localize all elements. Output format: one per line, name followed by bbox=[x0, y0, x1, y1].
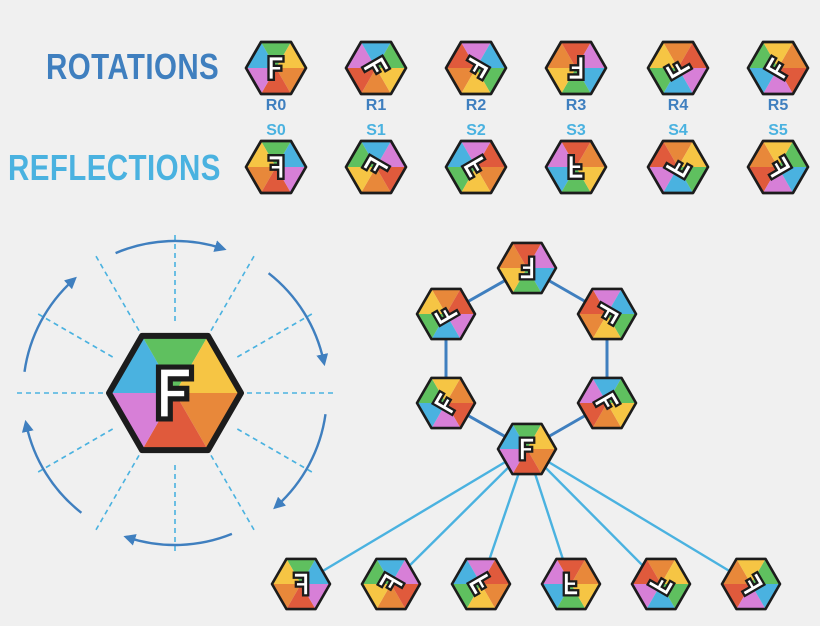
rotation-arrow bbox=[23, 276, 77, 372]
cycle-hexagon-5 bbox=[415, 287, 477, 341]
reflection-label: S5 bbox=[768, 122, 788, 139]
letter-f-glyph bbox=[360, 153, 392, 175]
letter-f-glyph bbox=[645, 576, 677, 598]
bottom-reflection-hexagon-5 bbox=[720, 557, 782, 611]
letter-f-glyph bbox=[460, 153, 487, 181]
rotation-hexagon-3 bbox=[544, 40, 608, 96]
cycle-hexagon-2 bbox=[576, 376, 638, 430]
letter-f-glyph bbox=[155, 364, 195, 422]
reflection-edge bbox=[526, 447, 752, 586]
letter-f-glyph bbox=[518, 255, 536, 281]
rotations-heading: ROTATIONS bbox=[46, 46, 220, 87]
letter-f-glyph bbox=[662, 159, 694, 181]
letter-f-glyph bbox=[465, 54, 492, 82]
letter-f-glyph bbox=[740, 570, 767, 598]
bottom-reflection-hexagon-0 bbox=[270, 557, 332, 611]
rotation-label: R5 bbox=[768, 97, 789, 114]
letter-f-glyph bbox=[562, 571, 580, 597]
symmetry-axis bbox=[236, 428, 313, 473]
symmetry-axis bbox=[37, 428, 114, 473]
reflection-label: S1 bbox=[366, 122, 386, 139]
rotation-arrows bbox=[21, 239, 329, 547]
rotation-label: R4 bbox=[668, 97, 689, 114]
rotation-arrow bbox=[115, 239, 227, 255]
letter-f-glyph bbox=[430, 389, 457, 417]
letter-f-glyph bbox=[662, 60, 694, 82]
cycle-hexagon-1 bbox=[576, 287, 638, 341]
letter-f-glyph bbox=[360, 54, 392, 76]
letter-f-glyph bbox=[267, 154, 285, 180]
cycle-hexagon-0 bbox=[496, 241, 558, 295]
cycle-hexagon-3 bbox=[496, 422, 558, 476]
letter-f-glyph bbox=[292, 571, 310, 597]
symmetry-axis bbox=[37, 313, 114, 358]
letter-f-glyph bbox=[375, 570, 407, 592]
reflection-label: S2 bbox=[466, 122, 486, 139]
rotation-label: R0 bbox=[266, 97, 287, 114]
reflection-hexagon-4 bbox=[646, 139, 710, 195]
reflection-label: S4 bbox=[668, 122, 688, 139]
symmetry-axis bbox=[95, 255, 140, 332]
rotation-hexagon-0 bbox=[244, 40, 308, 96]
letter-f-glyph bbox=[762, 54, 789, 82]
rotation-hexagon-2 bbox=[444, 40, 508, 96]
hexagon-tiles bbox=[106, 40, 810, 611]
rotation-label: R3 bbox=[566, 97, 587, 114]
symmetry-axis bbox=[95, 454, 140, 531]
reflection-hexagon-5 bbox=[746, 139, 810, 195]
letter-f-glyph bbox=[267, 55, 285, 81]
rotation-arrow bbox=[273, 414, 327, 510]
main-hexagon bbox=[106, 332, 244, 454]
reflection-edge bbox=[300, 447, 528, 586]
reflection-label: S0 bbox=[266, 122, 286, 139]
rotation-hexagon-4 bbox=[646, 40, 710, 96]
letter-f-glyph bbox=[567, 55, 585, 81]
bottom-reflection-hexagon-2 bbox=[450, 557, 512, 611]
reflection-edge bbox=[390, 448, 528, 585]
letter-f-glyph bbox=[518, 436, 536, 462]
reflection-hexagon-2 bbox=[444, 139, 508, 195]
letter-f-glyph bbox=[465, 570, 492, 598]
reflection-hexagon-0 bbox=[244, 139, 308, 195]
rotation-hexagon-5 bbox=[746, 40, 810, 96]
rotation-label: R1 bbox=[366, 97, 387, 114]
symmetry-axis bbox=[210, 454, 255, 531]
letter-f-glyph bbox=[767, 153, 794, 181]
letter-f-glyph bbox=[591, 389, 623, 411]
rotation-arrow bbox=[267, 272, 329, 367]
reflection-label: S3 bbox=[566, 122, 586, 139]
letter-f-glyph bbox=[596, 300, 623, 328]
symmetry-axis bbox=[236, 313, 313, 358]
letter-f-glyph bbox=[567, 154, 585, 180]
rotation-hexagon-1 bbox=[344, 40, 408, 96]
symmetry-axis bbox=[210, 255, 255, 332]
bottom-reflection-hexagon-3 bbox=[540, 557, 602, 611]
reflection-hexagon-3 bbox=[544, 139, 608, 195]
rotation-arrow bbox=[21, 419, 83, 514]
rotation-label: R2 bbox=[466, 97, 487, 114]
bottom-reflection-hexagon-4 bbox=[630, 557, 692, 611]
bottom-reflection-hexagon-1 bbox=[360, 557, 422, 611]
reflection-edge bbox=[526, 448, 662, 585]
reflections-heading: REFLECTIONS bbox=[8, 147, 221, 188]
cycle-hexagon-4 bbox=[415, 376, 477, 430]
letter-f-glyph bbox=[430, 306, 462, 328]
rotation-arrow bbox=[123, 532, 233, 547]
reflection-hexagon-1 bbox=[344, 139, 408, 195]
